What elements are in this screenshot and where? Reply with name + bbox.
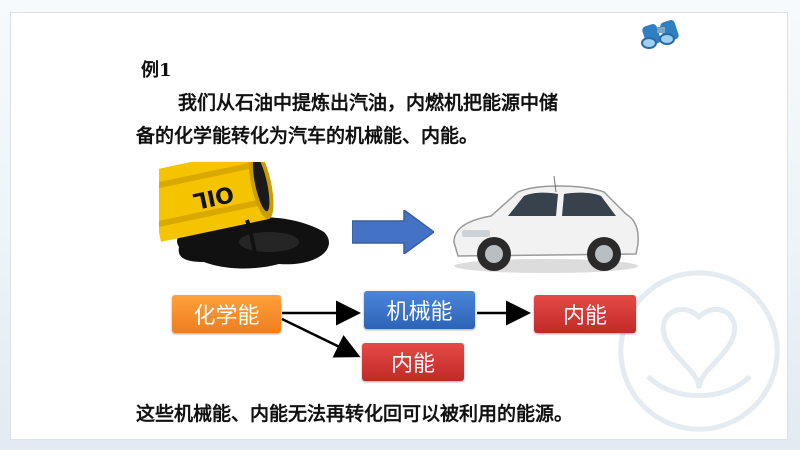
- conclusion-text: 这些机械能、内能无法再转化回可以被利用的能源。: [136, 403, 574, 425]
- chemical-energy-box: 化学能: [172, 295, 281, 333]
- internal-energy-box-1: 内能: [534, 295, 636, 333]
- internal-energy-box-2: 内能: [362, 343, 464, 381]
- oil-barrel-image: OIL: [159, 162, 339, 274]
- mechanical-energy-box: 机械能: [364, 291, 475, 329]
- problem-paragraph: 我们从石油中提炼出汽油，内燃机把能源中储 备的化学能转化为汽车的机械能、内能。: [136, 87, 696, 153]
- hands-watermark-icon: [618, 270, 780, 432]
- paragraph-line-1: 我们从石油中提炼出汽油，内燃机把能源中储: [178, 92, 559, 114]
- paragraph-line-2: 备的化学能转化为汽车的机械能、内能。: [136, 125, 479, 147]
- transform-arrow-icon: [352, 210, 434, 254]
- example-label: 例1: [141, 60, 172, 81]
- binoculars-icon: [641, 20, 679, 49]
- car-image: [446, 170, 642, 276]
